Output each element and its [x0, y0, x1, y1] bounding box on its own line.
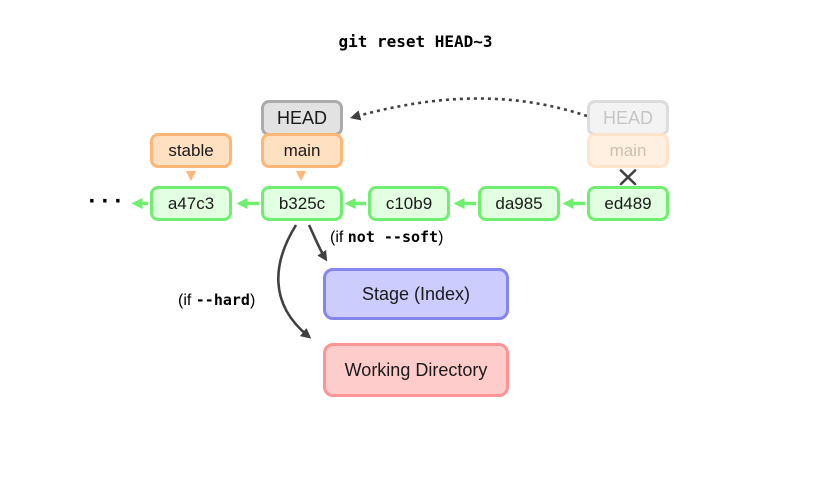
old-head-ref-box: HEAD — [587, 100, 669, 136]
arrow-reset-to-working-directory — [277, 224, 312, 339]
annotation-if-not-soft: (if not --soft) — [330, 228, 443, 247]
annotation-if-hard: (if --hard) — [178, 291, 255, 310]
diagram-title: git reset HEAD~3 — [338, 32, 493, 51]
working-directory-box: Working Directory — [323, 343, 509, 397]
main-branch-box: main — [261, 133, 343, 168]
commit-box-da985: da985 — [478, 186, 560, 221]
annotation-code: --hard — [195, 291, 250, 309]
arrow-head-move-dotted — [349, 97, 588, 121]
commit-box-b325c: b325c — [261, 186, 343, 221]
annotation-prefix: (if — [178, 292, 196, 309]
annotation-code: not --soft — [347, 228, 439, 246]
head-ref-box: HEAD — [261, 100, 343, 136]
annotation-prefix: (if — [330, 229, 348, 246]
commit-box-c10b9: c10b9 — [368, 186, 450, 221]
stage-index-box: Stage (Index) — [323, 268, 509, 320]
old-main-branch-box: main — [587, 133, 669, 168]
history-ellipsis: ··· — [88, 188, 128, 215]
commit-box-ed489: ed489 — [587, 186, 669, 221]
ref-pointer-arrows — [185, 170, 307, 182]
annotation-suffix: ) — [249, 292, 256, 309]
annotation-suffix: ) — [438, 229, 444, 246]
stable-branch-box: stable — [150, 133, 232, 168]
arrow-reset-to-stage — [307, 224, 328, 262]
broken-ref-x-icon — [619, 169, 637, 186]
commit-box-a47c3: a47c3 — [150, 186, 232, 221]
